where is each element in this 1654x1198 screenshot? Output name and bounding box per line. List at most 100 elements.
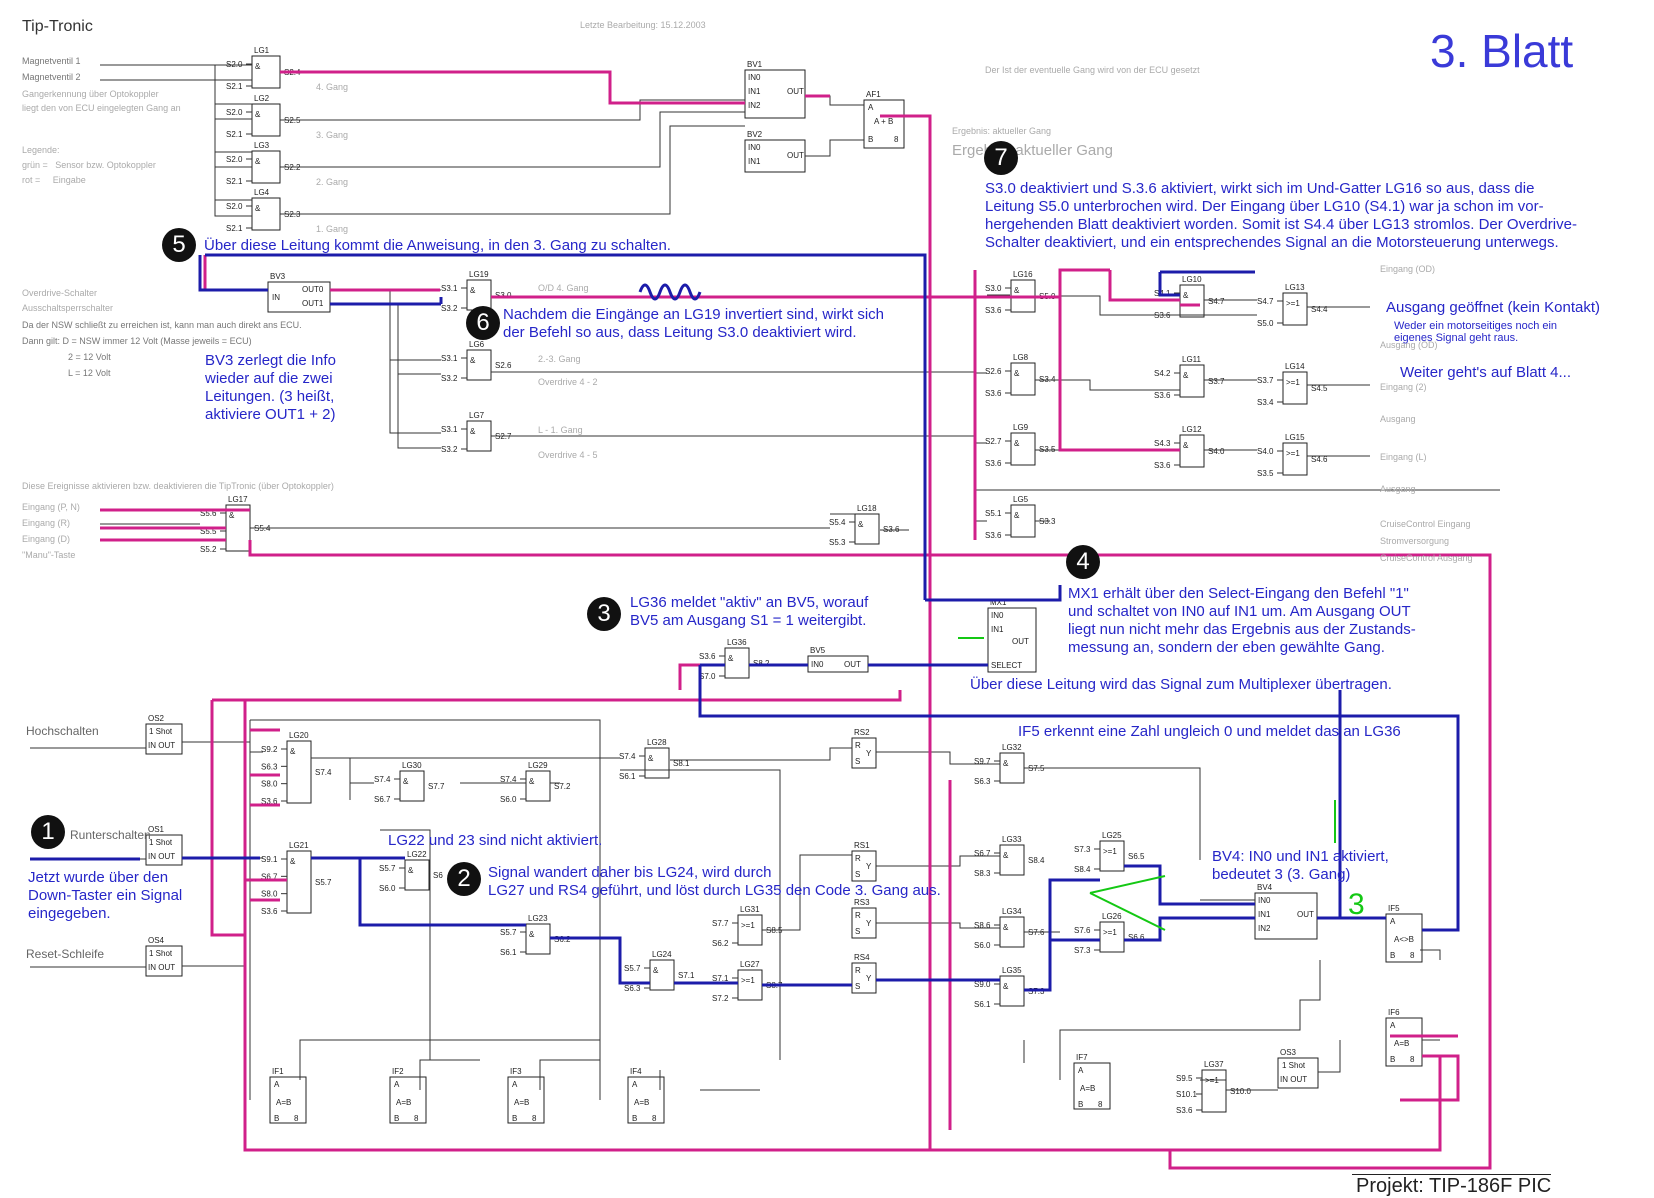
pin-label: S3.6 <box>985 531 1002 540</box>
pin-label: S5.0 <box>1257 319 1274 328</box>
block-name: AF1 <box>866 90 881 99</box>
gate-body <box>1179 284 1205 318</box>
gate-symbol: >=1 <box>1103 847 1117 856</box>
logic-gate-lg36: LG36&S3.6S7.0S8.2 <box>699 638 770 681</box>
squiggle-mark <box>638 283 702 301</box>
label-overdrive: Overdrive-Schalter <box>22 288 98 298</box>
pin-label: S6.1 <box>974 1000 991 1009</box>
label-eingang-r: Eingang (R) <box>22 518 71 528</box>
logic-gate-lg23: LG23&S5.7S6.1S6.2 <box>500 914 571 957</box>
block-text: OUT <box>844 660 861 669</box>
label-runterschalten: Runterschalten <box>70 828 151 842</box>
gate-body <box>525 923 551 955</box>
sheet-title: 3. Blatt <box>1430 25 1574 77</box>
gate-name: LG5 <box>1013 495 1029 504</box>
block-name: BV5 <box>810 646 826 655</box>
gate-name: LG29 <box>528 761 548 770</box>
pin-label: S7.6 <box>1074 926 1091 935</box>
note-4-gang: 4. Gang <box>316 82 349 92</box>
label-gangerkennung-2: liegt den von ECU eingelegten Gang an <box>22 103 181 113</box>
pin-label: S2.0 <box>226 108 243 117</box>
signal-wire <box>670 747 852 761</box>
gate-name: LG6 <box>469 340 485 349</box>
block-text: S <box>855 982 860 991</box>
active-wire <box>1400 1054 1460 1102</box>
gate-body <box>724 647 750 679</box>
gate-name: LG34 <box>1002 907 1022 916</box>
signal-wire <box>1420 949 1441 960</box>
pin-label: S6.7 <box>374 795 391 804</box>
signal-wire <box>1035 379 1180 391</box>
label-eingang-l: Eingang (L) <box>1380 452 1427 462</box>
pin-label: S7.4 <box>315 768 332 777</box>
logic-gate-lg2: LG2&S2.0S2.1S2.5 <box>226 94 301 139</box>
block-name: IF1 <box>272 1067 284 1076</box>
pin-label: S3.7 <box>1257 376 1274 385</box>
label-ausgang-l: Ausgang <box>1380 484 1416 494</box>
signal-wire <box>491 371 987 374</box>
pin-label: S4.2 <box>1154 369 1171 378</box>
block-text: B <box>274 1114 279 1123</box>
signal-wire <box>280 99 745 121</box>
block-body <box>507 1076 545 1124</box>
signal-wire <box>1036 295 1257 316</box>
block-body <box>1073 1062 1111 1110</box>
marker-6: 6 <box>466 306 500 340</box>
pin-label: S9.5 <box>1176 1074 1193 1083</box>
annotation-signal-path: Signal wandert daher bis LG24, wird durc… <box>488 864 941 899</box>
gate-body <box>644 747 670 779</box>
annotation-lg36: LG36 meldet "aktiv" an BV5, worauf BV5 a… <box>630 594 869 629</box>
block-body <box>744 139 806 173</box>
highlight-wire <box>925 585 1062 602</box>
label-reset-schleife: Reset-Schleife <box>26 947 105 961</box>
block-text: IN0 <box>1258 896 1271 905</box>
block-text: B <box>1390 1055 1395 1064</box>
gate-name: LG25 <box>1102 831 1122 840</box>
annotation-lg19: Nachdem die Eingänge an LG19 invertiert … <box>503 306 885 341</box>
gate-name: LG3 <box>254 141 270 150</box>
pin-label: S5.5 <box>200 527 217 536</box>
gate-symbol: & <box>229 511 235 520</box>
block-text: A <box>1390 917 1396 926</box>
highlight-wire <box>205 253 927 600</box>
signal-wire <box>805 139 864 157</box>
pin-label: S4.7 <box>1208 297 1225 306</box>
annotation-green-3: 3 <box>1348 888 1365 921</box>
block-name: IF2 <box>392 1067 404 1076</box>
gate-body <box>1010 432 1036 466</box>
block-text: IN0 <box>991 611 1004 620</box>
pin-label: S3.6 <box>261 797 278 806</box>
gate-symbol: & <box>1003 851 1009 860</box>
pin-label: S5.3 <box>829 538 846 547</box>
pin-label: S6.3 <box>974 777 991 786</box>
block-text: A=B <box>276 1098 291 1107</box>
annotation-lg22-lg23: LG22 und 23 sind nicht aktiviert. <box>388 832 603 849</box>
marker-7: 7 <box>984 141 1018 175</box>
gate-name: LG11 <box>1182 355 1202 364</box>
block-body <box>627 1076 665 1124</box>
gate-name: LG35 <box>1002 966 1022 975</box>
active-wire <box>880 114 932 1150</box>
label-ausgang-od: Ausgang (OD) <box>1380 340 1438 350</box>
block-text: A <box>868 103 874 112</box>
block-body <box>1385 1017 1423 1067</box>
gate-body <box>1099 840 1125 872</box>
gate-symbol: & <box>1014 286 1020 295</box>
marker-2: 2 <box>447 862 481 896</box>
gate-body <box>251 150 281 184</box>
gate-symbol: & <box>470 427 476 436</box>
block-text: IN OUT <box>148 852 175 861</box>
gate-symbol: & <box>1003 759 1009 768</box>
pin-label: S3.6 <box>985 459 1002 468</box>
pin-label: S3.1 <box>441 354 458 363</box>
block-body <box>145 945 183 977</box>
gate-body <box>1282 442 1308 476</box>
label-magnetventil-1: Magnetventil 1 <box>22 56 81 66</box>
block-body <box>744 69 806 119</box>
